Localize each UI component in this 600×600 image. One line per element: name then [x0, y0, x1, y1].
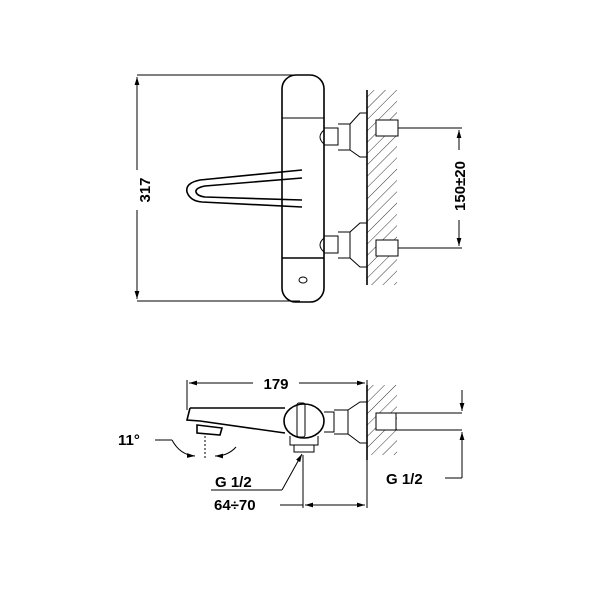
inlet-spacing-label: 150±20	[452, 161, 469, 211]
mixer-body	[281, 74, 325, 303]
wall-section-side	[366, 385, 462, 460]
inlet-thread-dimension: G 1/2	[386, 390, 465, 488]
outlet-thread-label: G 1/2	[215, 474, 252, 491]
wall-distance-dimension: 64÷70	[214, 455, 368, 514]
angle-annotation: 11°	[118, 432, 237, 459]
spout-angle-label: 11°	[118, 432, 140, 449]
top-view: 317 150±20	[128, 74, 469, 303]
outlet-thread-annotation: G 1/2	[211, 453, 303, 491]
inlet-fittings	[319, 112, 367, 268]
height-dimension: 317	[128, 74, 300, 302]
height-dim-label: 317	[137, 177, 154, 202]
lever-handle	[185, 169, 303, 208]
inlet-thread-label: G 1/2	[386, 471, 423, 488]
side-view: 179 11° G 1/2 64÷70 G 1/2	[118, 374, 465, 514]
length-dimension: 179	[186, 374, 368, 460]
wall-section	[366, 90, 399, 285]
wall-distance-label: 64÷70	[214, 497, 256, 514]
thermostat-body	[283, 401, 367, 453]
length-dim-label: 179	[263, 376, 288, 393]
inlet-spacing-dimension: 150±20	[398, 127, 469, 249]
spout	[185, 407, 286, 436]
